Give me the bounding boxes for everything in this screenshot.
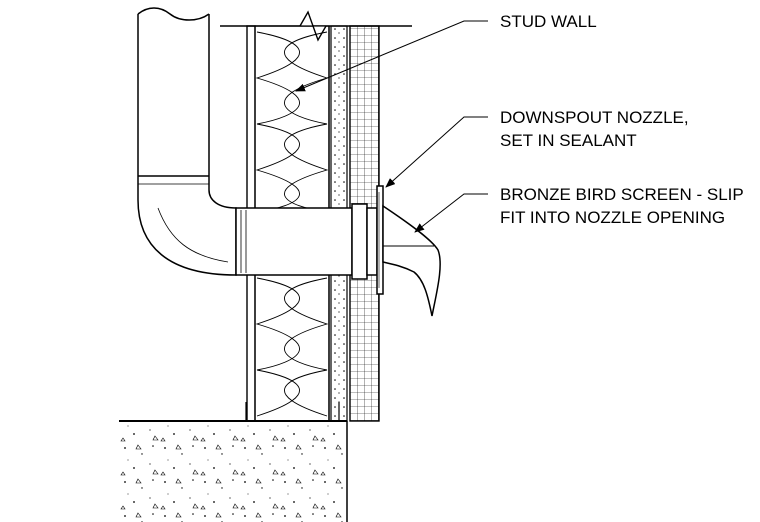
insulation-batts xyxy=(255,31,329,417)
stud-wall-leader xyxy=(295,20,488,92)
label-downspout-nozzle-line1: DOWNSPOUT NOZZLE, xyxy=(500,108,689,127)
downspout-pipe xyxy=(137,7,237,276)
label-stud-wall: STUD WALL xyxy=(500,12,597,31)
callout-leaders xyxy=(295,20,488,233)
downspout-nozzle-leader xyxy=(385,116,488,188)
label-bird-screen-line2: FIT INTO NOZZLE OPENING xyxy=(500,208,725,227)
label-downspout-nozzle-line2: SET IN SEALANT xyxy=(500,131,637,150)
concrete-foundation xyxy=(119,420,348,522)
label-bird-screen-line1: BRONZE BIRD SCREEN - SLIP xyxy=(500,185,744,204)
bird-screen-spout xyxy=(382,204,441,317)
bird-screen-leader xyxy=(414,193,488,233)
nozzle-flange xyxy=(376,185,384,295)
nozzle-sleeve xyxy=(235,203,378,280)
